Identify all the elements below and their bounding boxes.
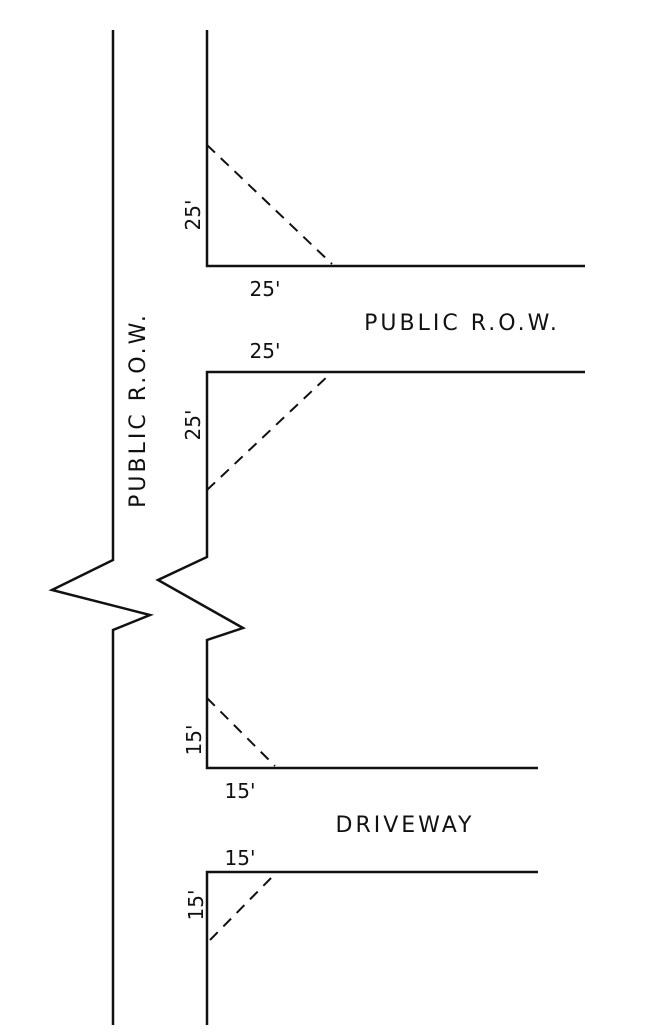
property-line-middle [155,370,585,770]
dimension-label: 15' [225,846,256,870]
dimension-label: 25' [181,200,205,231]
public-row-horizontal-label: PUBLIC R.O.W. [364,311,560,336]
sight-triangle-drive-bottom [209,873,276,941]
sight-triangle-drive-top [206,697,276,767]
property-line-bottom [205,870,538,1025]
dimension-label: 15' [184,890,208,921]
dimension-label: 15' [182,725,206,756]
dimension-label: 25' [250,339,281,363]
property-line-top [205,30,585,268]
dimension-label: 25' [250,277,281,301]
sight-triangle-row-bottom [206,373,331,491]
dimension-label: 25' [181,410,205,441]
driveway-label: DRIVEWAY [336,813,475,838]
public-row-edge-line [48,30,154,1025]
sight-triangle-row-top [206,144,333,265]
dimension-label: 15' [225,779,256,803]
public-row-vertical-label: PUBLIC R.O.W. [126,312,151,508]
